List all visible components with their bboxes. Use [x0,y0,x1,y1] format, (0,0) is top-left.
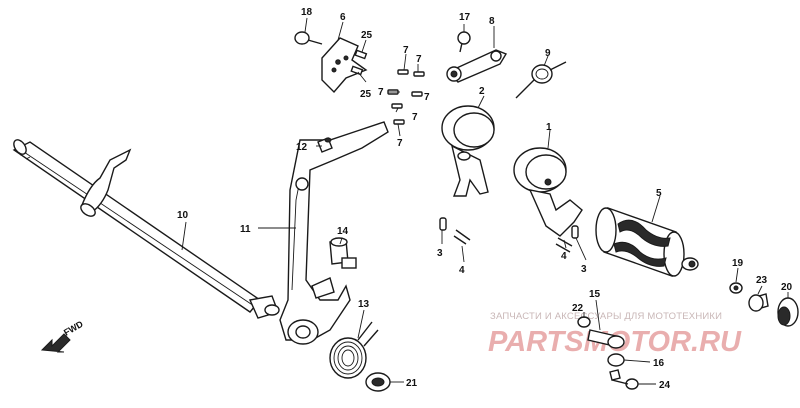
part-21-oil-seal [365,372,391,392]
part-6-drum-center-plate [321,37,368,94]
fwd-label: FWD [62,319,85,338]
callout-4-right: 4 [561,251,567,262]
part-10-gearshift-spindle [12,139,280,319]
callout-labels: 18 6 25 25 7 7 7 7 7 7 17 8 9 2 1 5 10 1… [177,7,793,391]
callout-7-b: 7 [416,54,422,65]
callout-12: 12 [296,142,308,153]
callout-14: 14 [337,226,349,237]
callout-11: 11 [240,224,251,235]
callout-10: 10 [177,210,189,221]
part-1-shift-fork [513,147,583,237]
callout-7-f: 7 [397,138,403,149]
callout-13: 13 [358,299,370,310]
callout-4-left: 4 [459,265,465,276]
callout-22: 22 [572,303,584,314]
callout-1: 1 [546,122,552,133]
callout-7-c: 7 [378,87,384,98]
part-3-4-fork-pins-right [555,225,579,253]
part-2-shift-fork [441,105,495,197]
part-22-o-ring [577,316,591,328]
callout-3-right: 3 [581,264,587,275]
callout-15: 15 [589,289,601,300]
part-17-bolt [457,31,471,53]
watermark-tagline: ЗАПЧАСТИ И АКСЕССУАРЫ ДЛЯ МОТОТЕХНИКИ [490,311,722,322]
callout-23: 23 [756,275,768,286]
forward-direction-arrow: FWD [40,319,85,353]
callout-7-a: 7 [403,45,409,56]
callout-25-top: 25 [361,30,373,41]
callout-8: 8 [489,16,495,27]
part-8-stopper-arm [446,49,508,83]
part-25-pins [350,49,368,76]
callout-18: 18 [301,7,313,18]
callout-3-left: 3 [437,248,443,259]
callout-6: 6 [340,12,346,23]
callout-9: 9 [545,48,551,59]
part-9-stopper-spring [515,61,567,99]
part-18-bolt [294,31,323,45]
part-3-4-fork-pins-left [439,217,471,245]
part-23-bolt [748,293,769,312]
callout-25-bottom: 25 [360,89,372,100]
callout-7-d: 7 [424,92,430,103]
part-5-shift-drum [595,207,699,277]
callout-19: 19 [732,258,744,269]
part-24-bolt [611,378,639,390]
part-20-cap [777,297,799,327]
callout-7-e: 7 [412,112,418,123]
part-19-washer [729,282,743,294]
part-15-shaft [587,329,625,349]
part-14-stopper-pin [329,237,357,269]
part-7-drum-pins [387,69,425,125]
callout-16: 16 [653,358,665,369]
part-11-shift-arm-plate [279,121,389,345]
part-13-return-spring [329,321,379,379]
callout-2: 2 [479,86,485,97]
watermark: ЗАПЧАСТИ И АКСЕССУАРЫ ДЛЯ МОТОТЕХНИКИ PA… [488,311,742,358]
callout-5: 5 [656,188,662,199]
part-16-collar [607,353,625,381]
callout-20: 20 [781,282,793,293]
callout-24: 24 [659,380,671,391]
callout-21: 21 [406,378,418,389]
callout-17: 17 [459,12,471,23]
leader-lines [181,17,789,385]
part-12-pin [317,137,333,153]
